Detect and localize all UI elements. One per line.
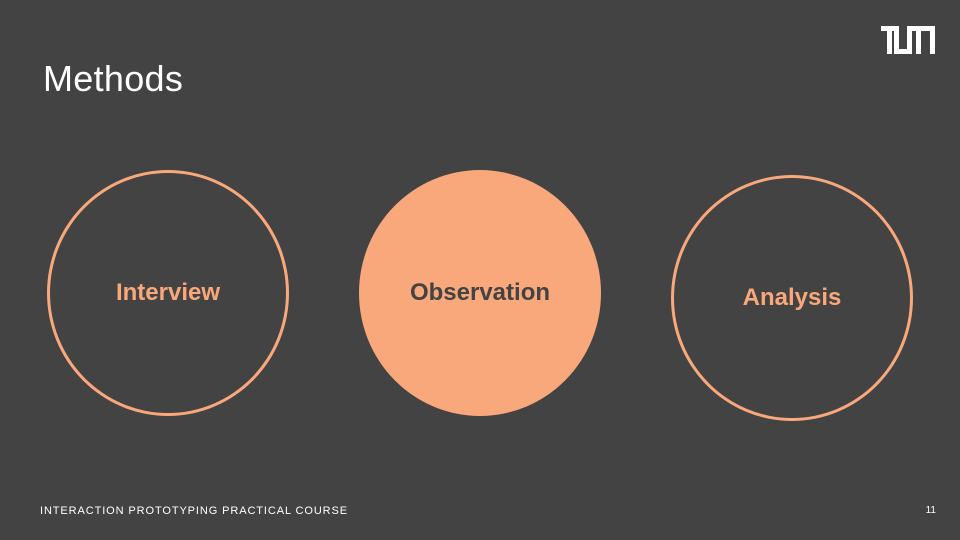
tum-logo [881, 26, 935, 54]
page-number: 11 [925, 505, 936, 516]
method-circle-analysis: Analysis [671, 175, 913, 421]
method-circle-observation: Observation [359, 170, 601, 416]
footer-course-title: INTERACTION PROTOTYPING PRACTICAL COURSE [40, 505, 348, 517]
slide-title: Methods [43, 58, 184, 99]
method-circle-interview: Interview [47, 170, 289, 416]
method-label-observation: Observation [409, 279, 551, 306]
method-label-interview: Interview [115, 279, 221, 306]
method-label-analysis: Analysis [742, 284, 842, 311]
